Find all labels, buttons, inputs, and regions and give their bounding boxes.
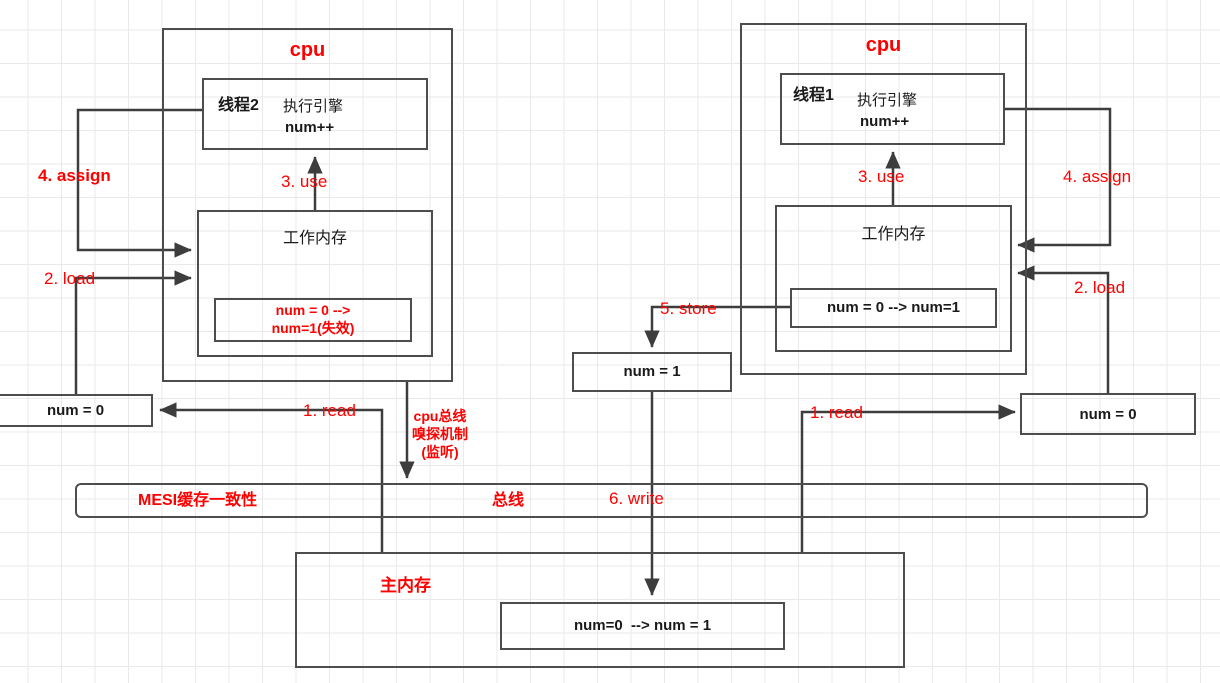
- thread1-engine: 执行引擎: [857, 92, 918, 109]
- line-read-right: [800, 404, 1016, 552]
- working-memory-right-value: num = 0 --> num=1: [827, 299, 960, 316]
- working-memory-left-box: [197, 210, 433, 357]
- step-load-right-label: 2. load: [1074, 278, 1126, 297]
- working-memory-right-box: [775, 205, 1012, 352]
- thread2-engine: 执行引擎: [283, 98, 344, 115]
- working-memory-left-value-line2: num=1(失效): [271, 320, 355, 336]
- snoop-note-line1: cpu总线: [413, 408, 467, 424]
- working-memory-left-value-box: [214, 298, 412, 342]
- step-load-left-label: 2. load: [44, 269, 96, 288]
- step-assign-right-label: 4. assign: [1063, 167, 1132, 186]
- thread2-op: num++: [285, 119, 335, 136]
- right-cache-box: [1020, 393, 1196, 435]
- working-memory-right-title: 工作内存: [861, 226, 926, 243]
- thread1-op: num++: [860, 113, 910, 130]
- cpu-left-box: [162, 28, 453, 382]
- main-memory-title: 主内存: [380, 576, 431, 595]
- step-store-label: 5. store: [660, 299, 717, 318]
- right-cache-value: num = 0: [1079, 406, 1137, 423]
- left-cache-box: [0, 394, 153, 427]
- left-cache-value: num = 0: [46, 402, 105, 419]
- bus-label: 总线: [492, 492, 525, 509]
- thread2-box: [202, 78, 428, 150]
- thread1-name: 线程1: [793, 87, 834, 104]
- bus-mesi-label: MESI缓存一致性: [138, 492, 258, 509]
- snoop-note-line3: (监听): [421, 444, 459, 460]
- snoop-note-line2: 嗅探机制: [412, 426, 468, 442]
- main-memory-value-box: [500, 602, 785, 650]
- working-memory-left-value-line1: num = 0 -->: [275, 302, 351, 318]
- step-write-label: 6. write: [609, 489, 664, 508]
- cpu-right-box: [740, 23, 1027, 375]
- step-read-right-label: 1. read: [810, 403, 863, 422]
- thread2-name: 线程2: [218, 97, 259, 114]
- line-read-left: [159, 402, 384, 552]
- step-assign-left-label: 4. assign: [38, 166, 111, 185]
- working-memory-right-value-box: [790, 288, 997, 328]
- thread1-box: [780, 73, 1005, 145]
- main-memory-value: num=0 --> num = 1: [573, 617, 712, 634]
- cpu-right-title: cpu: [865, 34, 902, 56]
- working-memory-left-title: 工作内存: [282, 230, 347, 247]
- store-buffer-box: [572, 352, 732, 392]
- step-read-left-label: 1. read: [303, 401, 356, 420]
- step-use-left-label: 3. use: [281, 172, 328, 191]
- bus-bar: [75, 483, 1148, 518]
- store-buffer-value: num = 1: [623, 363, 681, 380]
- step-use-right-label: 3. use: [858, 167, 905, 186]
- cpu-left-title: cpu: [289, 39, 326, 61]
- main-memory-box: [295, 552, 905, 668]
